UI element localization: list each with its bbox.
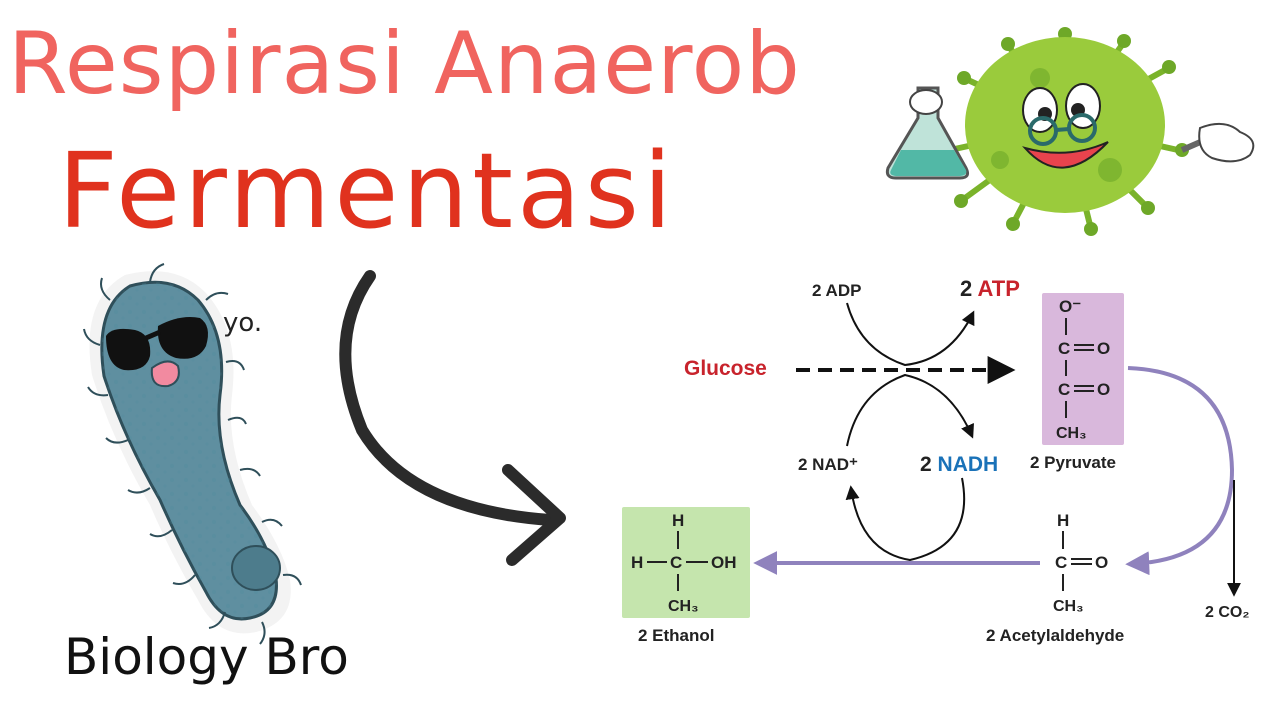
svg-text:CH₃: CH₃ bbox=[1056, 425, 1087, 442]
atp-name: ATP bbox=[977, 276, 1020, 301]
atp-count: 2 bbox=[960, 276, 973, 301]
acetylaldehyde-structure: H C O CH₃ bbox=[1053, 511, 1108, 615]
adp-to-atp-arrow bbox=[846, 302, 975, 367]
pyruvate-structure: O⁻ C O C O CH₃ bbox=[1056, 297, 1110, 442]
acetylaldehyde-label: 2 Acetylaldehyde bbox=[986, 626, 1125, 645]
svg-text:OH: OH bbox=[711, 553, 737, 572]
svg-text:H: H bbox=[631, 553, 643, 572]
nad-label: 2 NAD⁺ bbox=[798, 455, 858, 474]
nadh-label: 2 NADH bbox=[920, 453, 998, 477]
virus-body-icon bbox=[965, 37, 1165, 213]
bacteria-sticker-illustration bbox=[83, 263, 302, 645]
svg-text:O⁻: O⁻ bbox=[1059, 297, 1081, 316]
pyruvate-highlight-box bbox=[1042, 293, 1124, 445]
svg-text:C: C bbox=[670, 553, 682, 572]
svg-text:C: C bbox=[1058, 339, 1070, 358]
adp-label: 2 ADP bbox=[812, 281, 862, 300]
ethanol-structure: H H C OH CH₃ bbox=[631, 511, 737, 615]
left-glove-icon bbox=[909, 89, 943, 115]
bacteria-nucleoid-icon bbox=[231, 545, 281, 591]
bacteria-flagella-icon bbox=[83, 263, 302, 645]
page-subtitle: Fermentasi bbox=[58, 130, 676, 252]
brand-name: Biology Bro bbox=[64, 628, 349, 686]
glucose-label: Glucose bbox=[684, 357, 767, 380]
svg-text:CH₃: CH₃ bbox=[1053, 598, 1084, 615]
svg-text:CH₃: CH₃ bbox=[668, 598, 699, 615]
svg-text:H: H bbox=[672, 511, 684, 530]
glasses-icon bbox=[1028, 113, 1097, 146]
nadh-count: 2 bbox=[920, 453, 932, 476]
ethanol-label: 2 Ethanol bbox=[638, 626, 715, 645]
nadh-to-nad-arrow bbox=[845, 477, 966, 562]
bacteria-tongue-icon bbox=[150, 360, 180, 388]
speech-bubble-text: yo. bbox=[223, 308, 263, 338]
svg-text:C: C bbox=[1058, 380, 1070, 399]
svg-text:C: C bbox=[1055, 553, 1067, 572]
svg-text:O: O bbox=[1095, 553, 1108, 572]
sunglasses-icon bbox=[106, 317, 208, 371]
flask-icon bbox=[885, 86, 969, 180]
right-glove-icon bbox=[1180, 122, 1255, 163]
transition-arrow-icon bbox=[339, 270, 566, 566]
co2-label: 2 CO₂ bbox=[1205, 604, 1250, 621]
pyruvate-to-acetylaldehyde-arrow bbox=[1125, 366, 1235, 576]
atp-label: 2 ATP bbox=[960, 276, 1020, 302]
pyruvate-label: 2 Pyruvate bbox=[1030, 453, 1116, 472]
svg-text:O: O bbox=[1097, 339, 1110, 358]
svg-text:O: O bbox=[1097, 380, 1110, 399]
nadh-name: NADH bbox=[937, 453, 999, 476]
virus-mascot-illustration bbox=[885, 27, 1255, 236]
nad-to-nadh-arrow bbox=[846, 373, 974, 447]
svg-text:H: H bbox=[1057, 511, 1069, 530]
page-title: Respirasi Anaerob bbox=[8, 14, 801, 114]
virus-mouth-icon bbox=[1022, 141, 1109, 169]
